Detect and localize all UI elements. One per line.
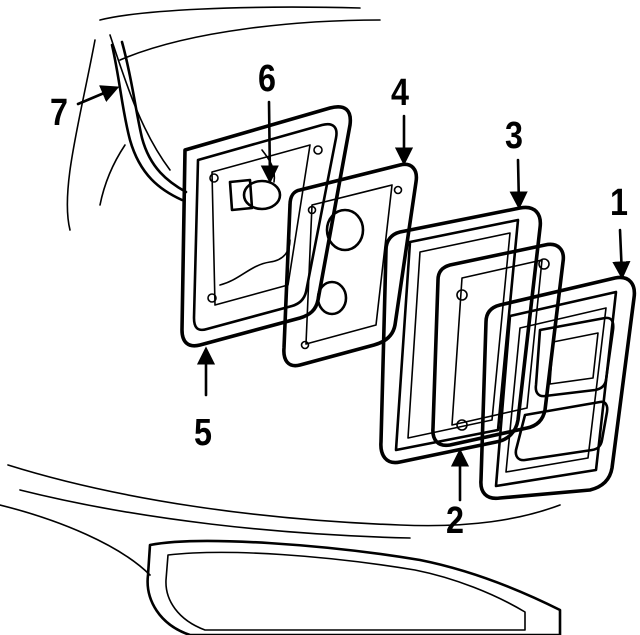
tail-lamp-lens bbox=[479, 275, 637, 501]
lamp-housing bbox=[180, 105, 353, 348]
callout-2: 2 bbox=[446, 500, 464, 542]
callout-3: 3 bbox=[505, 115, 523, 157]
leader-6 bbox=[260, 100, 279, 184]
side-marker-lamp bbox=[146, 539, 562, 635]
bulb-socket bbox=[228, 149, 282, 212]
callout-5: 5 bbox=[194, 412, 212, 454]
leader-3 bbox=[509, 158, 528, 210]
callout-6: 6 bbox=[258, 58, 276, 100]
callout-1: 1 bbox=[610, 182, 628, 224]
frame-gasket bbox=[379, 205, 543, 465]
leader-1 bbox=[612, 228, 631, 280]
callout-4: 4 bbox=[391, 72, 409, 114]
leader-arrows bbox=[76, 85, 631, 502]
wiring-harness bbox=[99, 40, 188, 206]
gasket bbox=[282, 162, 419, 368]
callout-7: 7 bbox=[50, 92, 68, 134]
vehicle-body-outline bbox=[0, 6, 561, 576]
lens-gasket bbox=[431, 242, 566, 448]
leader-7 bbox=[76, 85, 120, 106]
